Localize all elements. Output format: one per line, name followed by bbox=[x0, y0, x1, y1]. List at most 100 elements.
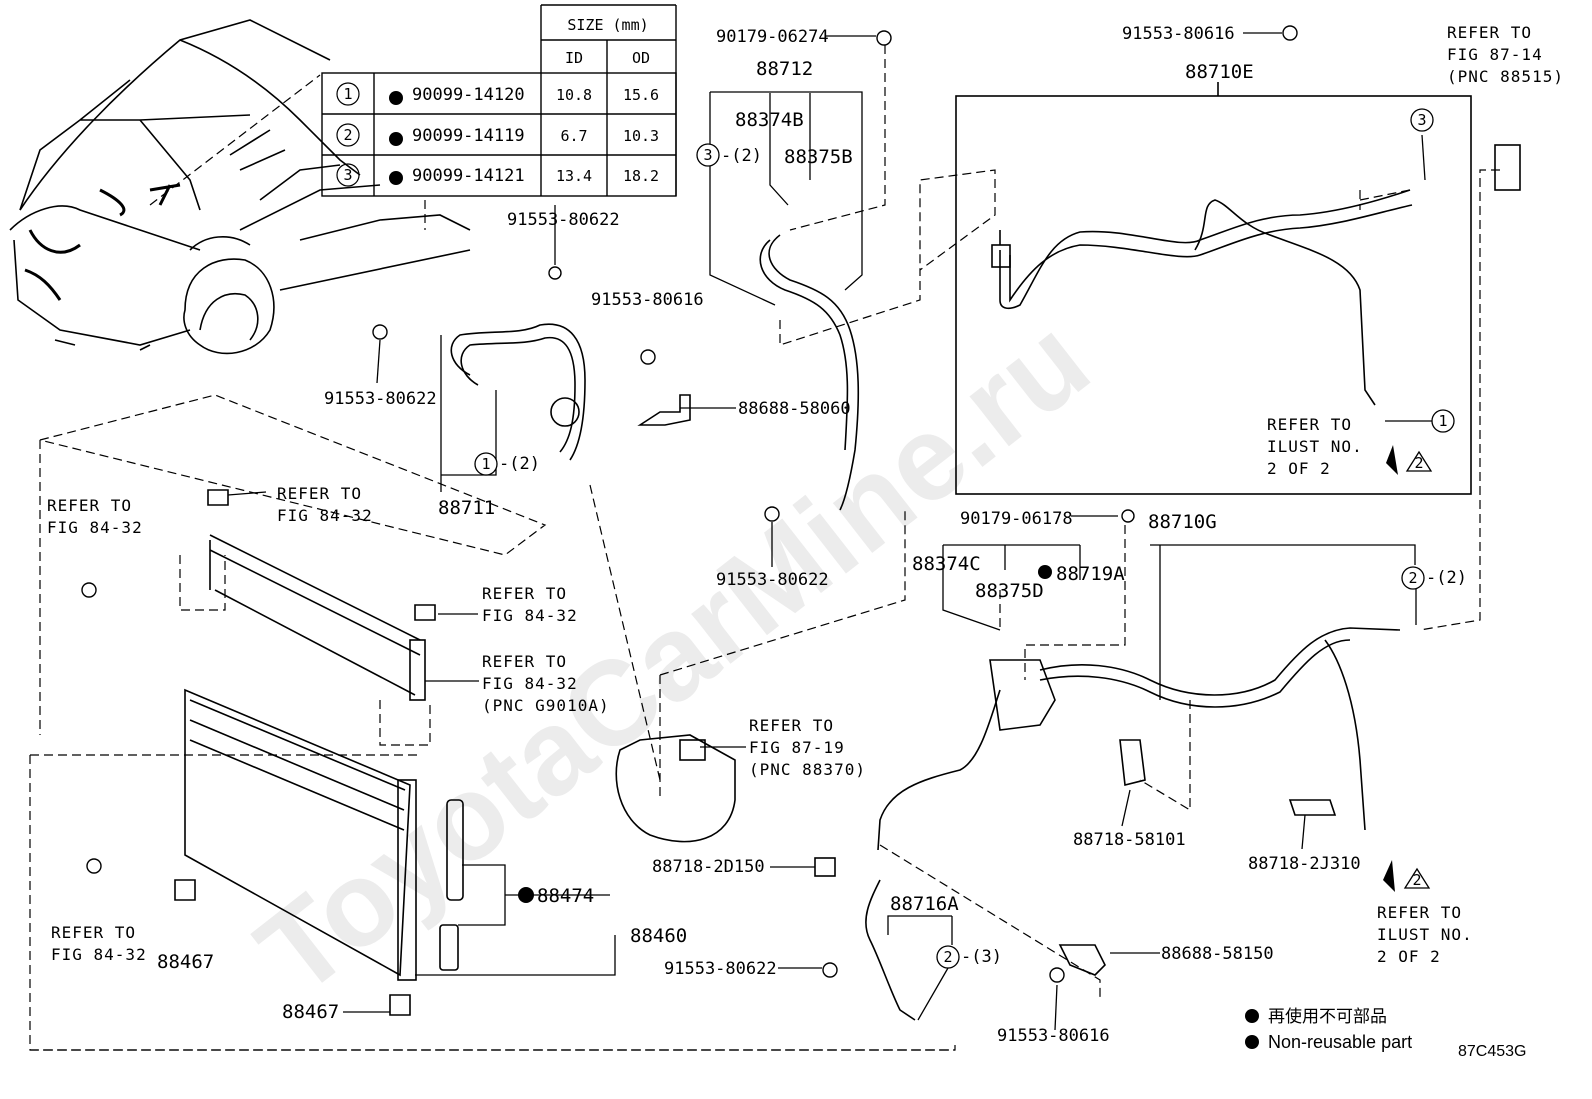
svg-text:(PNC 88515): (PNC 88515) bbox=[1447, 67, 1564, 86]
svg-text:3: 3 bbox=[703, 146, 712, 164]
svg-text:OD: OD bbox=[632, 49, 650, 67]
svg-text:2 OF 2: 2 OF 2 bbox=[1267, 459, 1331, 478]
part-91553-80616: 91553-80616 bbox=[997, 1026, 1110, 1046]
svg-text:10.3: 10.3 bbox=[623, 127, 659, 145]
refer-notes: REFER TO FIG 87-14 (PNC 88515) REFER TO … bbox=[47, 23, 1564, 966]
svg-text:18.2: 18.2 bbox=[623, 167, 659, 185]
svg-text:2 OF 2: 2 OF 2 bbox=[1377, 947, 1441, 966]
svg-text:3: 3 bbox=[1417, 111, 1426, 129]
non-reusable-dot-icon bbox=[518, 887, 534, 903]
svg-text:FIG 84-32: FIG 84-32 bbox=[482, 606, 578, 625]
svg-text:FIG 87-19: FIG 87-19 bbox=[749, 738, 845, 757]
table-row-part: 90099-14119 bbox=[412, 126, 525, 146]
non-reusable-dot-icon bbox=[389, 171, 403, 185]
svg-text:3: 3 bbox=[343, 166, 352, 184]
svg-text:2: 2 bbox=[343, 126, 352, 144]
part-88718-58101: 88718-58101 bbox=[1073, 830, 1186, 850]
non-reusable-dot-icon bbox=[1245, 1035, 1259, 1049]
svg-text:2: 2 bbox=[1414, 454, 1423, 472]
svg-text:10.8: 10.8 bbox=[556, 86, 592, 104]
legend-jp: 再使用不可部品 bbox=[1268, 1006, 1387, 1026]
svg-text:ID: ID bbox=[565, 49, 583, 67]
pipe-drawings bbox=[174, 144, 1521, 1021]
svg-text:2: 2 bbox=[943, 948, 952, 966]
part-88688-58150: 88688-58150 bbox=[1161, 944, 1274, 964]
svg-text:6.7: 6.7 bbox=[560, 127, 587, 145]
part-88710E: 88710E bbox=[1185, 61, 1254, 83]
part-labels: 90179-06274 88712 88374B 88375B -(2) 915… bbox=[157, 24, 1467, 1046]
part-91553-80622: 91553-80622 bbox=[716, 570, 829, 590]
svg-text:FIG 84-32: FIG 84-32 bbox=[51, 945, 147, 964]
svg-text:-(2): -(2) bbox=[499, 454, 540, 474]
assembly-box-88710E bbox=[955, 82, 1472, 495]
svg-text:2: 2 bbox=[1408, 569, 1417, 587]
part-90179-06178: 90179-06178 bbox=[960, 509, 1073, 529]
svg-text:REFER TO: REFER TO bbox=[749, 716, 834, 735]
svg-text:FIG 84-32: FIG 84-32 bbox=[277, 506, 373, 525]
svg-text:-(2): -(2) bbox=[721, 146, 762, 166]
part-88474: 88474 bbox=[537, 885, 594, 907]
part-88467: 88467 bbox=[282, 1001, 339, 1023]
part-88710G: 88710G bbox=[1148, 511, 1217, 533]
leader-lines bbox=[227, 32, 1443, 1031]
svg-text:(PNC G9010A): (PNC G9010A) bbox=[482, 696, 610, 715]
circled-numbers: 3 3 1 1 2 2 bbox=[474, 108, 1455, 969]
part-88375D: 88375D bbox=[975, 580, 1044, 602]
size-table-text: SIZE (mm) ID OD 1 90099-14120 10.8 15.6 … bbox=[336, 16, 659, 187]
part-91553-80622: 91553-80622 bbox=[664, 959, 777, 979]
part-91553-80616: 91553-80616 bbox=[1122, 24, 1235, 44]
svg-text:15.6: 15.6 bbox=[623, 86, 659, 104]
part-88719A: 88719A bbox=[1056, 563, 1125, 585]
svg-text:REFER TO: REFER TO bbox=[482, 584, 567, 603]
svg-text:REFER TO: REFER TO bbox=[277, 484, 362, 503]
svg-text:REFER TO: REFER TO bbox=[1377, 903, 1462, 922]
svg-text:ILUST NO.: ILUST NO. bbox=[1267, 437, 1363, 456]
part-88688-58060: 88688-58060 bbox=[738, 399, 851, 419]
non-reusable-dot-icon bbox=[389, 91, 403, 105]
part-90179-06274: 90179-06274 bbox=[716, 27, 829, 47]
part-88711: 88711 bbox=[438, 497, 495, 519]
svg-text:1: 1 bbox=[343, 85, 352, 103]
svg-text:-(2): -(2) bbox=[1426, 568, 1467, 588]
svg-text:FIG 87-14: FIG 87-14 bbox=[1447, 45, 1543, 64]
svg-text:ILUST NO.: ILUST NO. bbox=[1377, 925, 1473, 944]
svg-text:1: 1 bbox=[1438, 412, 1447, 430]
part-88718-2J310: 88718-2J310 bbox=[1248, 854, 1361, 874]
part-88718-2D150: 88718-2D150 bbox=[652, 857, 765, 877]
svg-text:FIG 84-32: FIG 84-32 bbox=[47, 518, 143, 537]
table-row-part: 90099-14120 bbox=[412, 85, 525, 105]
svg-text:13.4: 13.4 bbox=[556, 167, 592, 185]
part-91553-80622: 91553-80622 bbox=[507, 210, 620, 230]
part-88716A: 88716A bbox=[890, 893, 959, 915]
svg-text:2: 2 bbox=[1412, 871, 1421, 889]
legend: 再使用不可部品 Non-reusable part 87C453G bbox=[1245, 1006, 1527, 1060]
part-91553-80616: 91553-80616 bbox=[591, 290, 704, 310]
triangle-icons: 2 2 bbox=[1383, 445, 1433, 892]
part-88374B: 88374B bbox=[735, 109, 804, 131]
svg-text:REFER TO: REFER TO bbox=[482, 652, 567, 671]
vehicle-illustration bbox=[9, 19, 471, 355]
legend-en: Non-reusable part bbox=[1268, 1032, 1412, 1052]
svg-text:SIZE (mm): SIZE (mm) bbox=[567, 16, 648, 34]
svg-text:(PNC 88370): (PNC 88370) bbox=[749, 760, 866, 779]
non-reusable-dot-icon bbox=[1245, 1009, 1259, 1023]
non-reusable-dot-icon bbox=[389, 132, 403, 146]
bolt-icons bbox=[81, 25, 1298, 983]
part-91553-80622: 91553-80622 bbox=[324, 389, 437, 409]
non-reusable-dot-icon bbox=[1038, 565, 1052, 579]
figure-code: 87C453G bbox=[1458, 1043, 1527, 1060]
svg-text:REFER TO: REFER TO bbox=[1447, 23, 1532, 42]
part-88375B: 88375B bbox=[784, 146, 853, 168]
svg-text:REFER TO: REFER TO bbox=[1267, 415, 1352, 434]
svg-text:REFER TO: REFER TO bbox=[47, 496, 132, 515]
table-row-part: 90099-14121 bbox=[412, 166, 525, 186]
svg-text:REFER TO: REFER TO bbox=[51, 923, 136, 942]
part-88460: 88460 bbox=[630, 925, 687, 947]
group-outlines bbox=[29, 45, 1500, 1051]
svg-text:FIG 84-32: FIG 84-32 bbox=[482, 674, 578, 693]
size-table bbox=[321, 4, 677, 197]
part-88712: 88712 bbox=[756, 58, 813, 80]
svg-text:1: 1 bbox=[481, 455, 490, 473]
part-88467: 88467 bbox=[157, 951, 214, 973]
